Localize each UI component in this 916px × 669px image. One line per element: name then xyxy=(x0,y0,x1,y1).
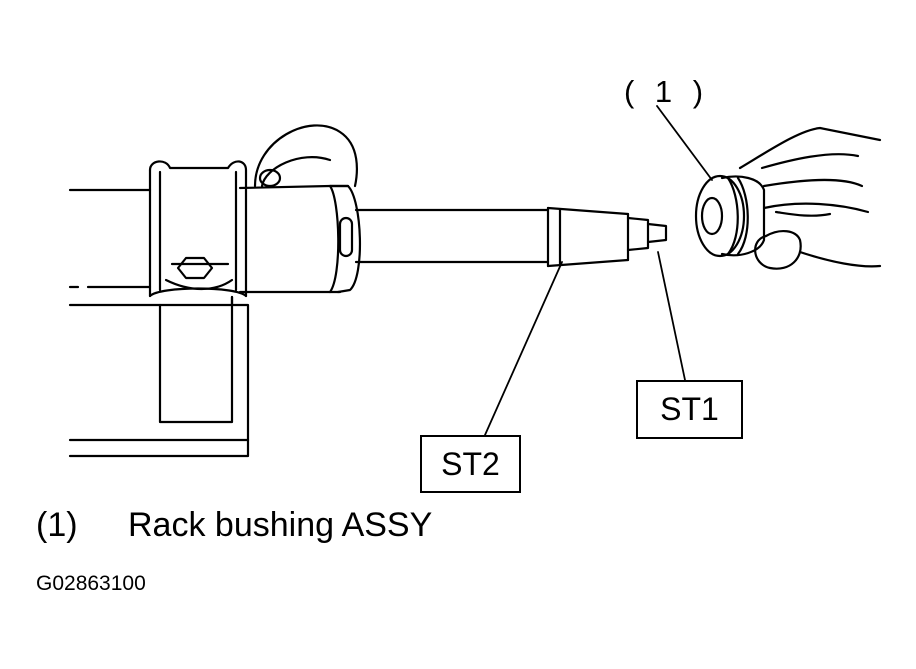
leader-line-st2 xyxy=(484,261,563,436)
callout-st1-box: ST1 xyxy=(636,380,743,439)
callout-st2-label: ST2 xyxy=(441,445,500,482)
vise-stand xyxy=(68,285,250,458)
hand xyxy=(738,126,882,270)
rack-bushing-assy xyxy=(694,174,766,258)
leader-line-part-1 xyxy=(656,105,713,181)
callout-st1-label: ST1 xyxy=(660,391,719,427)
shaft-and-tools xyxy=(354,206,668,268)
clamp-band xyxy=(148,160,248,298)
gearbox-housing xyxy=(68,124,362,294)
callout-st2-box: ST2 xyxy=(420,435,521,493)
callout-part-1: ( 1 ) xyxy=(624,74,710,109)
figure-code: G02863100 xyxy=(36,572,146,595)
legend-number: (1) xyxy=(36,506,78,544)
legend-description: Rack bushing ASSY xyxy=(128,506,433,544)
leader-line-st1 xyxy=(657,251,686,381)
leader-lines xyxy=(484,105,713,436)
